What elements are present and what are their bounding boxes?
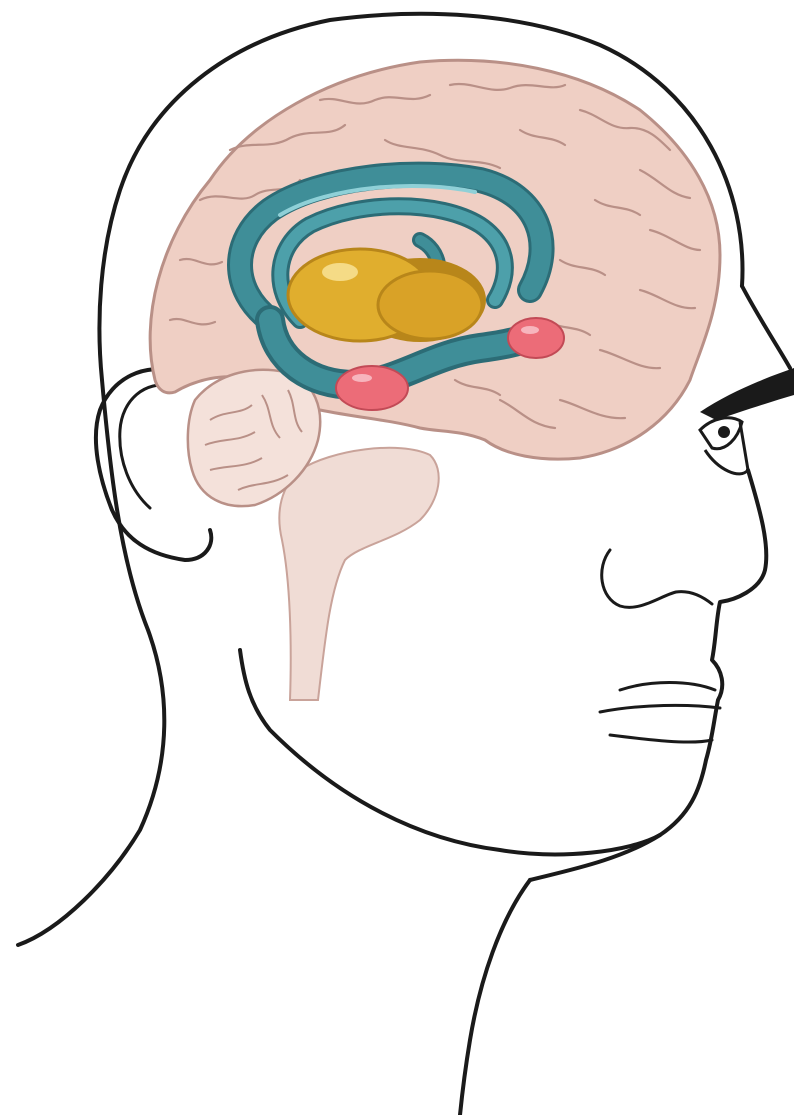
eye [700, 368, 794, 474]
brainstem [279, 448, 438, 700]
mouth [600, 683, 720, 743]
nose [602, 550, 712, 607]
